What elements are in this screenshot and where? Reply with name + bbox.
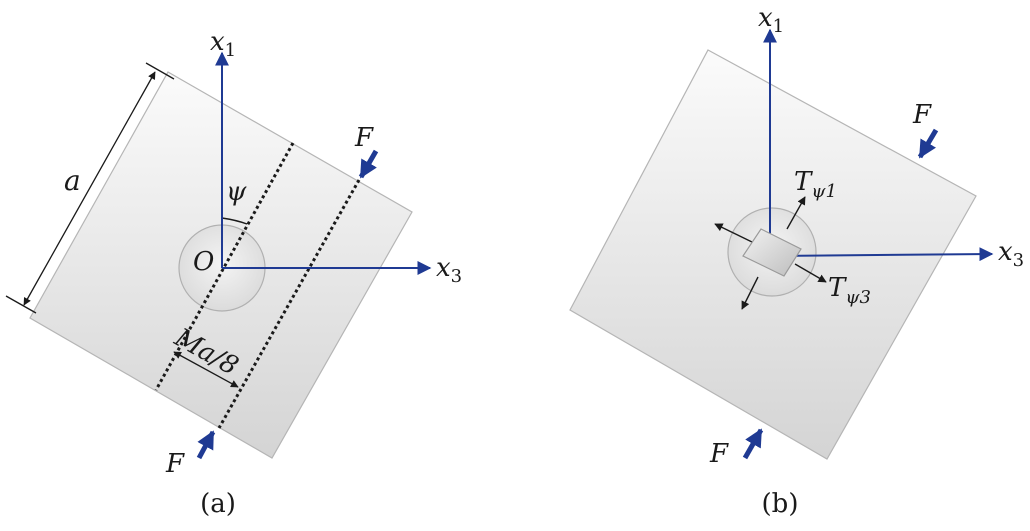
band-width-dimension: [173, 351, 239, 388]
traction-arrow-up: [786, 196, 806, 230]
axis-x3-label-b: x3: [998, 237, 1024, 271]
force-arrow-top-a: [358, 149, 379, 179]
axis-x3-b: [771, 247, 994, 262]
force-arrow-bottom-b: [742, 428, 764, 460]
axis-x1-label-a: x1: [210, 27, 236, 61]
force-label-bottom-a: F: [165, 449, 185, 479]
panel-a: x1 x3 O ψ a Ma/8 F F (a): [5, 27, 462, 519]
angle-arc-psi: [221, 217, 248, 225]
traction-arrow-right: [794, 263, 827, 283]
caption-b: (b): [762, 489, 799, 519]
traction-arrow-left: [714, 223, 753, 243]
origin-label: O: [193, 247, 214, 277]
traction-label-3: Tψ3: [828, 273, 871, 308]
angle-label-psi: ψ: [226, 177, 247, 207]
force-arrow-top-b: [917, 128, 939, 159]
force-label-top-b: F: [912, 100, 932, 130]
stress-element: [742, 228, 802, 277]
force-label-bottom-b: F: [709, 439, 729, 469]
dimension-tick-bottom: [5, 295, 37, 314]
traction-label-1: Tψ1: [794, 167, 837, 202]
force-label-top-a: F: [354, 123, 374, 153]
axis-x1-label-b: x1: [758, 3, 784, 37]
band-line-left: [154, 142, 295, 391]
panel-b: x1 x3 Tψ1 Tψ3 F F (b): [569, 3, 1024, 519]
side-label-a: a: [64, 164, 81, 197]
dimension-line-a: [23, 71, 156, 306]
caption-a: (a): [200, 489, 236, 519]
traction-arrow-down: [741, 276, 759, 310]
dimension-tick-top: [145, 62, 175, 80]
force-arrow-bottom-a: [196, 430, 216, 460]
axis-x3-label-a: x3: [436, 253, 462, 287]
